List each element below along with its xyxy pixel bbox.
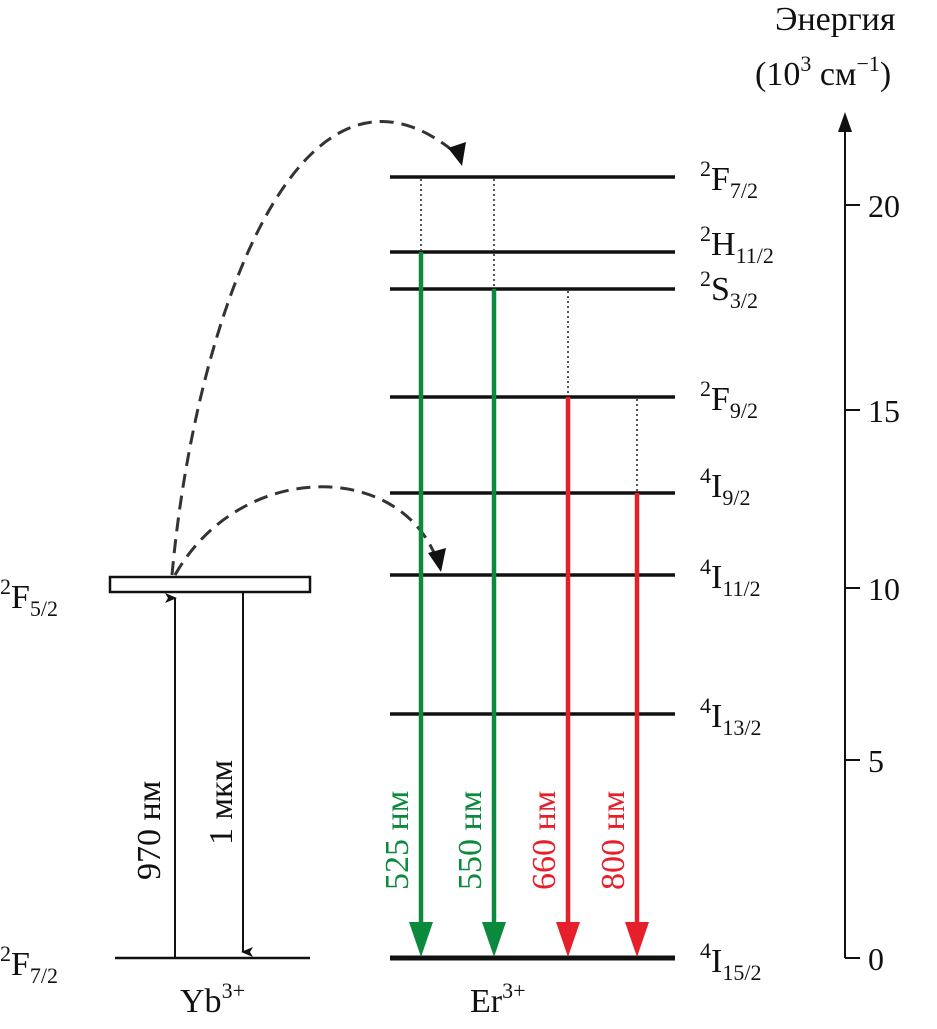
transfer-arrowhead-upper-icon bbox=[448, 142, 466, 166]
er-label-2H11: 2H11/2 bbox=[700, 221, 774, 268]
tick-label-5: 5 bbox=[868, 743, 884, 779]
er-label-2F7: 2F7/2 bbox=[700, 156, 758, 203]
er-label-2S3: 2S3/2 bbox=[700, 266, 758, 313]
arrowhead-800-icon bbox=[625, 922, 649, 957]
transfer-curve-lower bbox=[173, 485, 439, 576]
axis-arrow-icon bbox=[838, 112, 852, 132]
transfer-curve-upper bbox=[170, 120, 459, 576]
er-label-4I13: 4I13/2 bbox=[700, 693, 761, 740]
er-level-labels: 2F7/2 2H11/2 2S3/2 2F9/2 4I9/2 4I11/2 4I… bbox=[470, 156, 774, 1020]
arrowhead-660-icon bbox=[556, 922, 580, 957]
arrowhead-525-icon bbox=[409, 922, 433, 957]
er-label-4I11: 4I11/2 bbox=[700, 554, 761, 601]
emission-label-660: 660 нм bbox=[526, 791, 563, 890]
emission-label-800: 800 нм bbox=[595, 791, 632, 890]
absorption-label: 970 нм bbox=[131, 781, 168, 880]
transfer-arrowhead-lower-icon bbox=[428, 548, 446, 572]
arrowhead-550-icon bbox=[482, 922, 506, 957]
emission-label-525: 525 нм bbox=[379, 791, 416, 890]
nonradiative-relaxation bbox=[420, 179, 638, 491]
er-label-4I9: 4I9/2 bbox=[700, 463, 750, 510]
emission-label-550: 550 нм bbox=[452, 791, 489, 890]
axis-unit: (103 см−1) bbox=[755, 51, 891, 93]
emission-label: 1 мкм bbox=[203, 760, 240, 845]
axis-title: Энергия bbox=[775, 1, 896, 38]
yb-lower-label: 2F7/2 bbox=[0, 941, 58, 988]
tick-label-10: 10 bbox=[868, 571, 900, 607]
er-emissions: 525 нм 550 нм 660 нм 800 нм bbox=[379, 252, 649, 957]
tick-label-20: 20 bbox=[868, 188, 900, 224]
tick-label-0: 0 bbox=[868, 941, 884, 977]
er-label-2F9: 2F9/2 bbox=[700, 376, 758, 423]
er-label-4I15: 4I15/2 bbox=[700, 938, 761, 985]
yb-upper-level bbox=[108, 575, 312, 594]
energy-transfer bbox=[170, 120, 459, 576]
yb-ion-label: Yb3+ bbox=[180, 978, 245, 1020]
energy-axis: 0 5 10 15 20 Энергия (103 см−1) bbox=[755, 1, 900, 977]
tick-label-15: 15 bbox=[868, 393, 900, 429]
er-levels bbox=[390, 175, 675, 961]
er-ion-label: Er3+ bbox=[470, 978, 526, 1020]
yb-levels: 970 нм 1 мкм 2F5/2 2F7/2 Yb3+ bbox=[0, 574, 312, 1020]
yb-upper-label: 2F5/2 bbox=[0, 574, 58, 621]
